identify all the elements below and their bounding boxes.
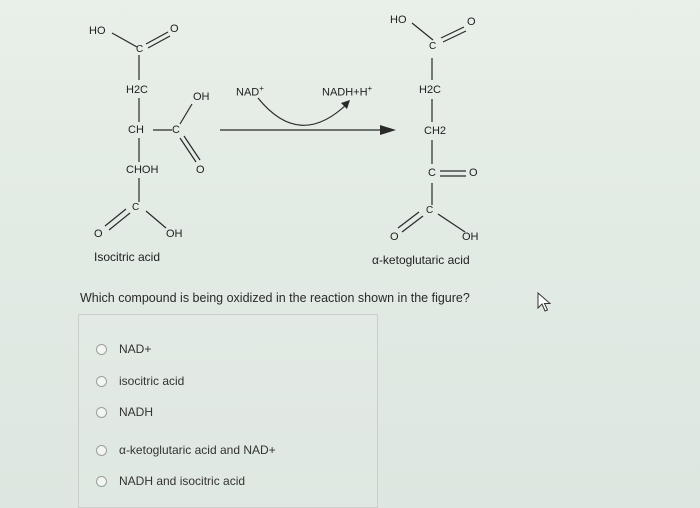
mouse-cursor-icon xyxy=(537,292,551,312)
radio-button[interactable] xyxy=(96,406,107,418)
bond-p-c-o-top-1 xyxy=(440,26,465,39)
cofactor-arrowhead xyxy=(341,100,350,109)
atom-o-top: O xyxy=(170,23,179,35)
option-label: NADH and isocitric acid xyxy=(119,474,246,488)
option-nadh[interactable]: NADH xyxy=(96,403,153,421)
p-atom-o-bot: O xyxy=(390,231,399,243)
option-nadh-and-isocitric[interactable]: NADH and isocitric acid xyxy=(96,472,245,490)
atom-choh: CHOH xyxy=(126,164,159,176)
bond-p-ho-c-top xyxy=(411,22,434,41)
bond-c-o-1 xyxy=(179,137,197,163)
atom-h2c: H2C xyxy=(126,84,149,96)
option-label: NADH xyxy=(119,405,154,419)
radio-button[interactable] xyxy=(96,343,107,355)
p-atom-h2c: H2C xyxy=(419,84,442,96)
bond-p-c-o-bot-2 xyxy=(397,211,420,229)
p-atom-o-keto: O xyxy=(469,167,478,179)
p-atom-c-keto: C xyxy=(428,167,436,179)
bond-c-oh xyxy=(179,103,193,125)
cofactor-nadh: NADH+H+ xyxy=(322,84,373,99)
atom-c-bot: C xyxy=(132,202,140,213)
atom-o-mid: O xyxy=(196,164,205,176)
p-atom-ho-top: HO xyxy=(390,14,407,26)
p-atom-c-top: C xyxy=(429,41,437,52)
radio-button[interactable] xyxy=(96,375,107,387)
radio-button[interactable] xyxy=(96,475,107,487)
option-nad-plus[interactable]: NAD+ xyxy=(96,340,151,358)
atom-oh-mid: OH xyxy=(193,91,210,103)
reactant-name: Isocitric acid xyxy=(94,250,161,264)
atom-o-bot: O xyxy=(94,228,103,240)
cofactor-nad: NAD+ xyxy=(236,84,264,99)
bond-p-c-oh-bot xyxy=(437,213,466,233)
option-label: NAD+ xyxy=(119,342,152,356)
answer-options-panel xyxy=(78,314,378,508)
bond-c-o-bot-2 xyxy=(104,208,127,227)
p-atom-ch2: CH2 xyxy=(424,125,447,137)
bond-c-o-bot-1 xyxy=(108,212,131,231)
atom-ch: CH xyxy=(128,124,144,136)
bond-ho-c-top xyxy=(111,32,138,48)
atom-ho-top: HO xyxy=(89,25,106,37)
bond-p-c-o-top-2 xyxy=(442,30,467,43)
question-text: Which compound is being oxidized in the … xyxy=(80,291,470,305)
option-label: isocitric acid xyxy=(119,374,185,388)
option-label: α-ketoglutaric acid and NAD+ xyxy=(119,443,276,457)
product-name: α-ketoglutaric acid xyxy=(372,253,470,267)
bond-c-o-top-2 xyxy=(147,35,171,49)
p-atom-o-top: O xyxy=(467,16,476,28)
bond-c-oh-bot xyxy=(145,210,167,229)
atom-c-top: C xyxy=(136,44,144,55)
atom-oh-bot: OH xyxy=(166,228,183,240)
reaction-arrowhead xyxy=(380,125,396,135)
bond-p-c-o-bot-1 xyxy=(401,215,424,233)
bond-c-o-top-1 xyxy=(145,31,169,45)
cofactor-curved-arrow xyxy=(257,97,349,126)
p-atom-c-bot: C xyxy=(426,205,434,216)
p-atom-oh-bot: OH xyxy=(462,231,479,243)
option-ketoglutaric-and-nad[interactable]: α-ketoglutaric acid and NAD+ xyxy=(96,441,276,459)
atom-c-mid: C xyxy=(172,124,180,136)
bond-c-o-2 xyxy=(183,135,201,161)
radio-button[interactable] xyxy=(96,444,107,456)
option-isocitric-acid[interactable]: isocitric acid xyxy=(96,372,184,390)
